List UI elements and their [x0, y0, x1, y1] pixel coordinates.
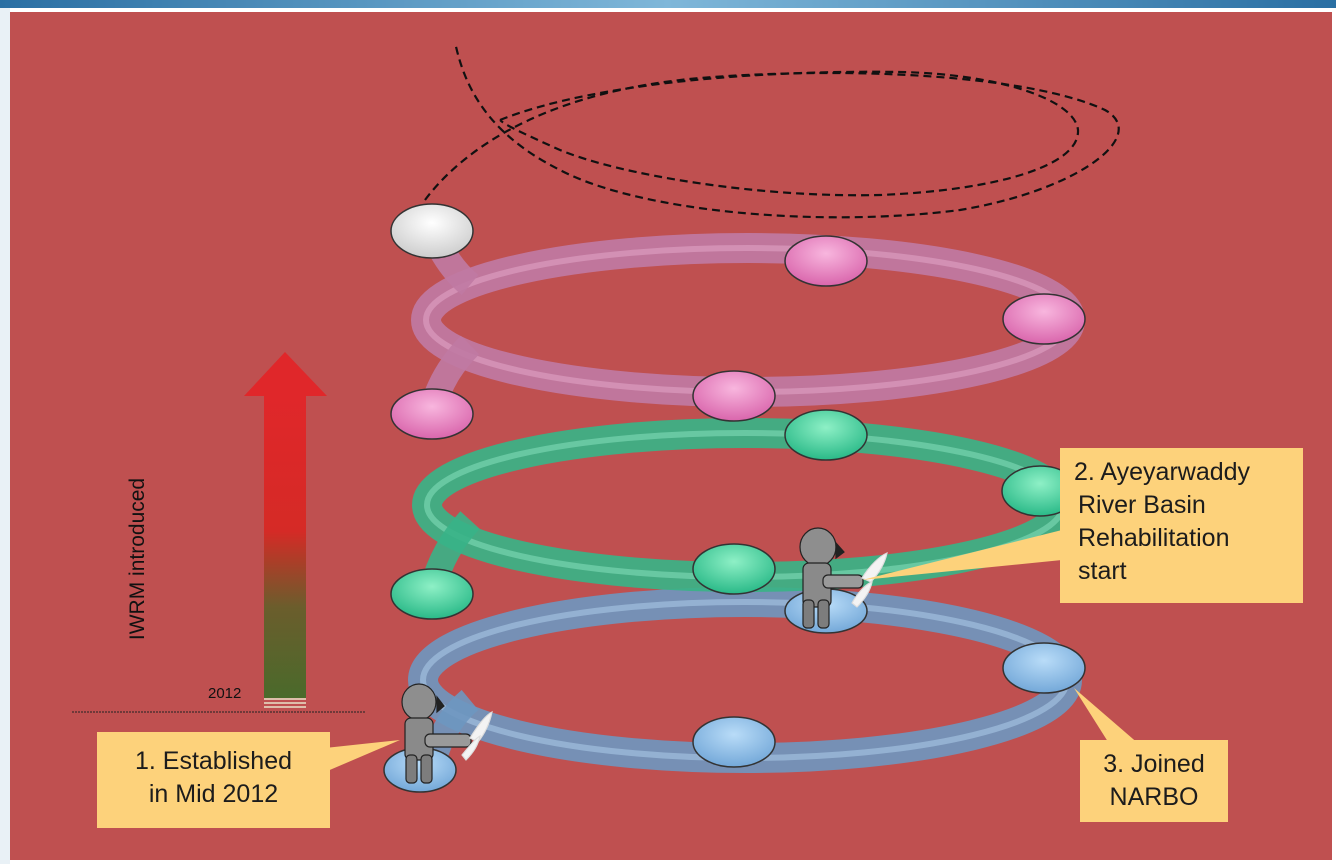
callout-established: 1. Established in Mid 2012: [97, 732, 330, 828]
node-green: [390, 568, 474, 620]
callout-rehabilitation: 2. Ayeyarwaddy River Basin Rehabilitatio…: [1060, 448, 1303, 603]
callout-line: start: [1078, 557, 1127, 585]
node-pink: [692, 370, 776, 422]
node-pink: [1002, 293, 1086, 345]
callout-line: 2. Ayeyarwaddy: [1074, 458, 1251, 486]
callout-line: River Basin: [1078, 491, 1206, 519]
person-figure: [401, 683, 493, 784]
nodes: [383, 203, 1086, 793]
callout-line: NARBO: [1109, 783, 1199, 811]
node-pink: [390, 388, 474, 440]
callout-line: in Mid 2012: [148, 780, 279, 808]
callout-line: 1. Established: [134, 747, 293, 775]
ring-pink: [411, 233, 1085, 407]
callout-pointer: [325, 740, 400, 772]
node-blue: [692, 716, 776, 768]
callout-narbo: 3. Joined NARBO: [1080, 740, 1228, 822]
node-green: [784, 409, 868, 461]
node-blue: [1002, 642, 1086, 694]
dashed-spiral: [424, 41, 1120, 219]
callout-line: 3. Joined: [1103, 750, 1205, 778]
callout-pointer: [1074, 688, 1140, 745]
axis-label: IWRM introduced: [126, 477, 149, 641]
year-label: 2012: [208, 685, 242, 702]
person-figure: [799, 527, 888, 629]
node-top: [390, 203, 474, 259]
node-pink: [784, 235, 868, 287]
node-green: [692, 543, 776, 595]
callout-pointer: [862, 530, 1062, 580]
top-bar: [0, 0, 1336, 8]
left-strip: [0, 8, 10, 864]
progress-arrow: [244, 352, 327, 708]
callout-line: Rehabilitation: [1078, 524, 1230, 552]
